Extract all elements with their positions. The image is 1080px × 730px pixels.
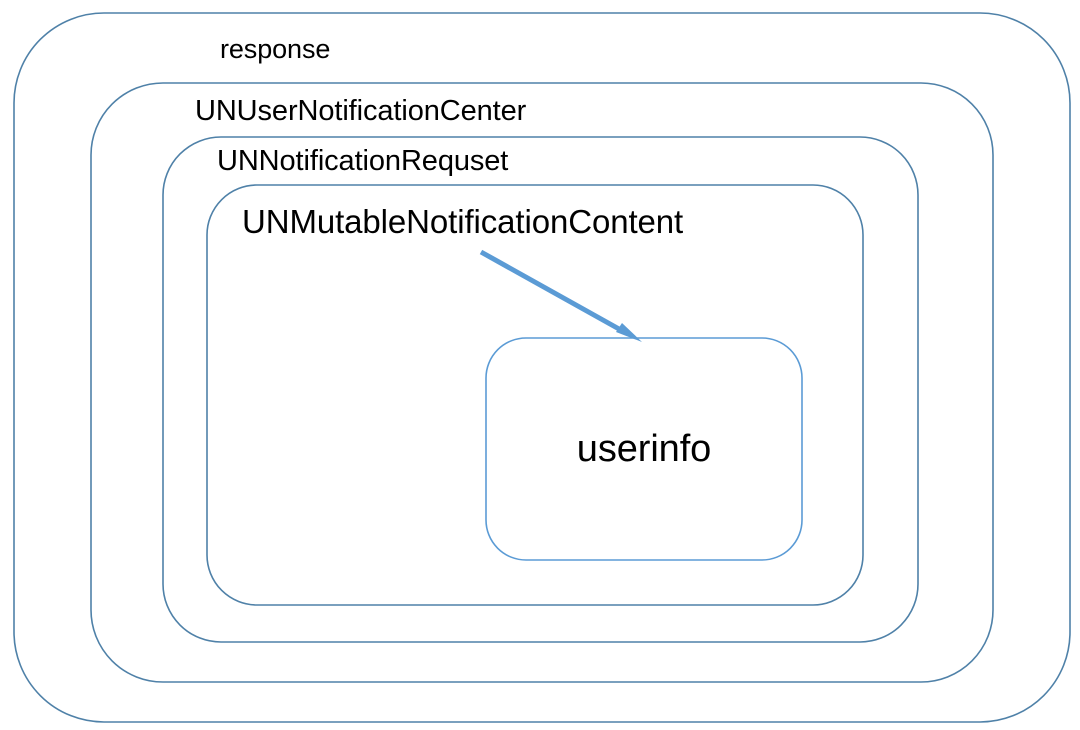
node-label-un-user-notification-center: UNUserNotificationCenter — [195, 95, 527, 127]
container-box-un-notification-requset[interactable] — [162, 136, 919, 643]
node-label-un-notification-requset: UNNotificationRequset — [217, 145, 509, 177]
container-box-userinfo[interactable] — [485, 337, 803, 561]
container-box-response[interactable] — [13, 12, 1071, 723]
node-label-userinfo: userinfo — [576, 428, 712, 470]
arrow-shaft — [479, 249, 630, 337]
arrow-head-icon — [616, 323, 642, 342]
container-box-un-mutable-notification-content[interactable] — [206, 184, 864, 606]
arrow-content-to-userinfo — [479, 249, 642, 342]
node-label-response: response — [220, 34, 331, 64]
container-box-un-user-notification-center[interactable] — [90, 82, 994, 683]
node-label-un-mutable-notification-content: UNMutableNotificationContent — [242, 203, 684, 240]
